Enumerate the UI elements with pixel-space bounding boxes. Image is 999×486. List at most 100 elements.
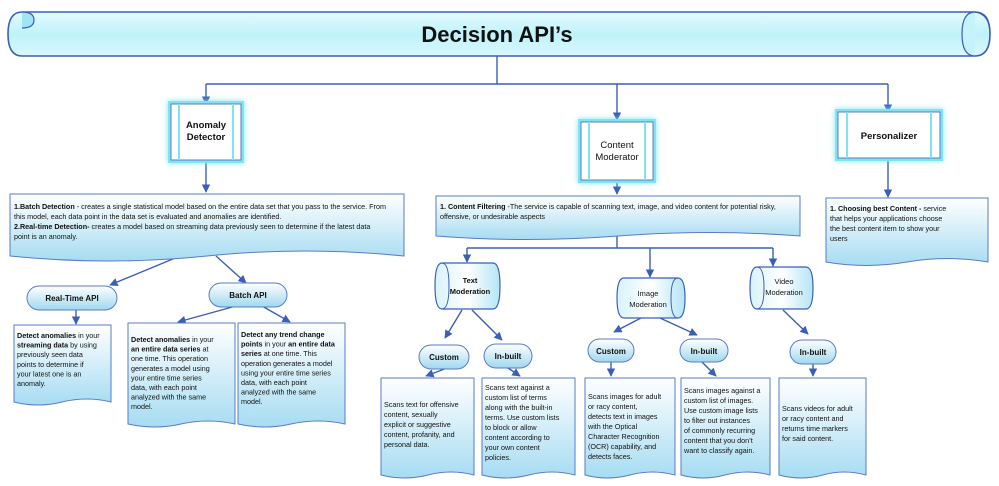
personalizer-desc-text: service — [921, 204, 946, 213]
image-custom-label: Custom — [596, 347, 626, 356]
text-inbuilt-pill: In-built — [483, 343, 533, 369]
realtime-detection-text-1: creates a model based on streaming data … — [90, 222, 371, 231]
text-inbuilt-label: In-built — [495, 352, 522, 361]
video-inbuilt-desc-line: returns time markers — [782, 424, 848, 433]
personalizer-desc-line-3: users — [830, 234, 848, 243]
realtime-api-label: Real-Time API — [45, 294, 98, 303]
personalizer-title: Personalizer — [861, 131, 918, 142]
video-inbuilt-label: In-built — [800, 348, 827, 357]
content-filtering-text-2: offensive, or undesirable aspects — [440, 212, 545, 221]
realtime-desc-line: anomaly. — [17, 379, 46, 388]
image-custom-desc-line: Scans images for adult — [588, 392, 661, 401]
image-inbuilt-desc-line: want to classify again. — [683, 446, 754, 455]
realtime-desc-line: previously seen data — [17, 350, 83, 359]
batch-anomalies-desc-line: an entire data series at — [131, 345, 209, 354]
batch-detection-heading: 1.Batch Detection — [14, 202, 75, 211]
personalizer-desc-heading: 1. Choosing best Content - — [830, 204, 922, 213]
batch-anomalies-desc-line: generates a model using — [131, 364, 210, 373]
video-moderation-label-2: Moderation — [765, 288, 803, 297]
image-inbuilt-desc-line: of commonly recurring — [684, 426, 755, 435]
text-custom-desc-line: content, sexually — [384, 410, 438, 419]
anomaly-detector-title-1: Anomaly — [186, 120, 227, 131]
image-custom-desc-line: with the Optical — [587, 422, 638, 431]
batch-anomalies-desc-line: data, with each point — [131, 383, 197, 392]
image-inbuilt-desc-line: Use custom image lists — [684, 406, 758, 415]
svg-text:1. Content Filtering -The serv: 1. Content Filtering -The service is cap… — [440, 202, 776, 211]
realtime-api-pill: Real-Time API — [26, 285, 118, 311]
realtime-detection-text-2: point is an anomaly. — [14, 232, 77, 241]
title-banner: Decision API’s — [7, 11, 991, 57]
video-inbuilt-desc-line: for said content. — [782, 434, 833, 443]
realtime-desc-line: points to determine if — [17, 360, 84, 369]
realtime-desc-line: streaming data by using — [17, 341, 97, 350]
image-inbuilt-desc-line: content that you don’t — [684, 436, 753, 445]
image-moderation-cylinder: Image Moderation — [616, 277, 686, 319]
text-custom-desc-line: content, profanity, and — [384, 430, 455, 439]
batch-trend-desc-line: points in your an entire data — [241, 340, 336, 349]
batch-anomalies-desc-line: your entire time series — [131, 373, 202, 382]
image-moderation-label-2: Moderation — [629, 300, 667, 309]
text-moderation-label-1: Text — [463, 276, 478, 285]
text-custom-desc-line: personal data. — [384, 440, 430, 449]
image-custom-desc-line: or racy content, — [588, 402, 638, 411]
text-inbuilt-desc-line: policies. — [485, 453, 511, 462]
image-inbuilt-label: In-built — [691, 347, 718, 356]
realtime-desc-line: Detect anomalies in your — [17, 331, 100, 340]
realtime-detection-heading: 2.Real-time Detection- — [14, 222, 90, 231]
batch-anomalies-desc-line: model. — [131, 402, 153, 411]
image-moderation-label-1: Image — [638, 289, 659, 298]
anomaly-detector-title-2: Detector — [187, 132, 226, 143]
anomaly-description: 1.Batch Detection - creates a single sta… — [9, 193, 405, 262]
batch-trend-desc-line: series at one time. This — [241, 349, 317, 358]
svg-text:2.Real-time Detection- creates: 2.Real-time Detection- creates a model b… — [14, 222, 370, 231]
batch-trend-desc-line: model. — [241, 397, 263, 406]
batch-detection-text-1: - creates a single statistical model bas… — [75, 202, 386, 211]
image-custom-desc-line: (OCR) capability, and — [588, 442, 656, 451]
anomaly-detector-box: Anomaly Detector — [168, 101, 244, 163]
batch-anomalies-desc-line: one time. This operation — [131, 354, 208, 363]
image-inbuilt-desc-line: to filter out instances — [684, 416, 750, 425]
batch-detection-text-2: this model, each data point in the data … — [14, 212, 281, 221]
image-custom-desc-line: detects text in images — [588, 412, 658, 421]
diagram-title: Decision API’s — [421, 22, 572, 47]
image-inbuilt-desc-line: Scans images against a — [684, 386, 760, 395]
batch-anomalies-desc-line: Detect anomalies in your — [131, 335, 214, 344]
content-moderator-title-2: Moderator — [595, 152, 638, 163]
image-custom-pill: Custom — [587, 338, 635, 363]
video-moderation-cylinder: Video Moderation — [749, 266, 814, 310]
text-moderation-label-2: Moderation — [450, 287, 491, 296]
personalizer-desc-line-1: that helps your applications choose — [830, 214, 942, 223]
batch-anomalies-desc-line: analyzed with the same — [131, 393, 206, 402]
text-inbuilt-desc-line: custom list of terms — [485, 393, 547, 402]
personalizer-box: Personalizer — [835, 109, 943, 161]
text-custom-desc-line: explicit or suggestive — [384, 420, 451, 429]
video-inbuilt-pill: In-built — [789, 339, 837, 365]
content-filtering-heading: 1. Content Filtering — [440, 202, 505, 211]
batch-api-pill: Batch API — [208, 282, 288, 308]
image-inbuilt-pill: In-built — [679, 338, 729, 363]
text-inbuilt-desc-line: to block or allow — [485, 423, 537, 432]
image-inbuilt-desc-line: custom list of images. — [684, 396, 753, 405]
content-moderator-box: Content Moderator — [578, 119, 656, 183]
batch-trend-desc-line: operation generates a model — [241, 359, 333, 368]
realtime-desc-line: your latest one is an — [17, 369, 81, 378]
video-moderation-label-1: Video — [774, 277, 793, 286]
text-custom-desc-line: Scans text for offensive — [384, 400, 459, 409]
text-inbuilt-desc-line: content according to — [485, 433, 550, 442]
text-inbuilt-desc-line: Scans text against a — [485, 383, 550, 392]
batch-trend-desc-line: using your entire time series — [241, 368, 331, 377]
text-inbuilt-desc-line: along with the built-in — [485, 403, 553, 412]
text-inbuilt-desc-line: your own content — [485, 443, 540, 452]
video-inbuilt-desc-line: or racy content and — [782, 414, 844, 423]
batch-trend-desc-line: data, with each point — [241, 378, 307, 387]
text-custom-pill: Custom — [418, 344, 470, 370]
batch-trend-desc-line: analyzed with the same — [241, 388, 316, 397]
svg-text:1.Batch Detection - creates a: 1.Batch Detection - creates a single sta… — [14, 202, 386, 211]
